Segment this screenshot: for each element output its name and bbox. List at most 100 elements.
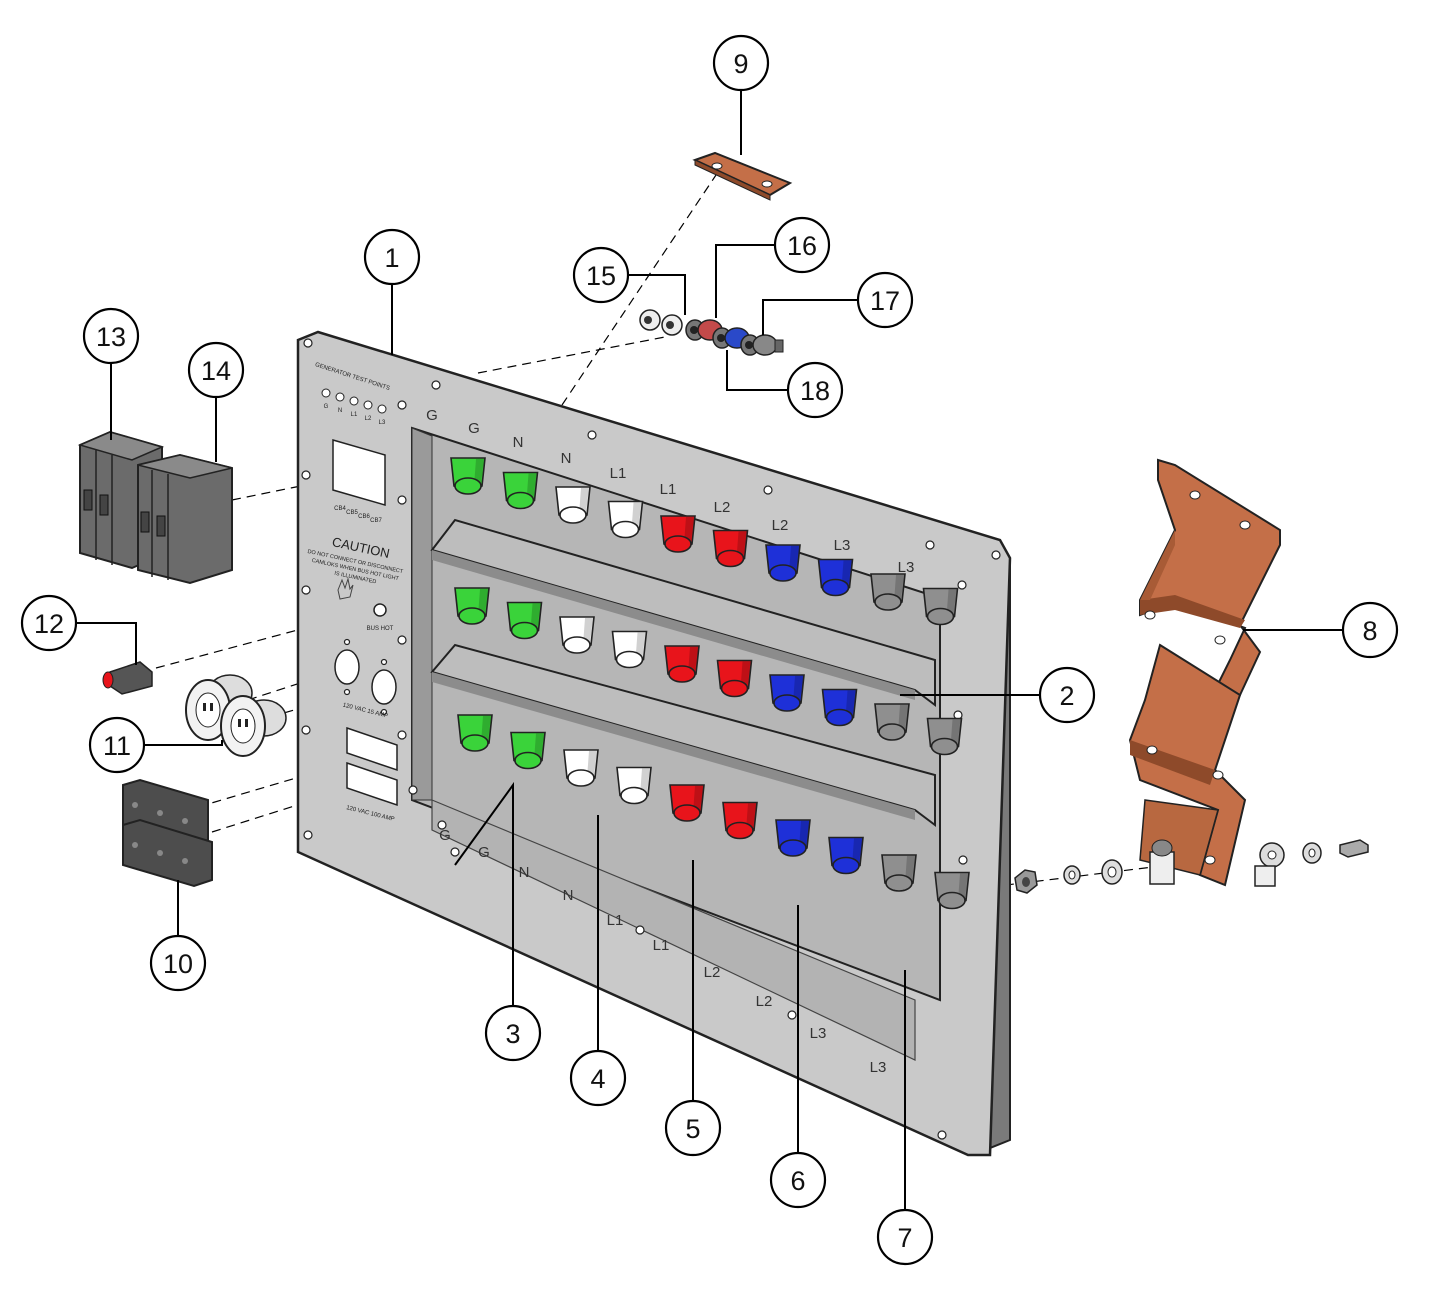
camlok-connector-row2-n-3 bbox=[559, 616, 595, 654]
callout-9: 9 bbox=[712, 34, 770, 92]
callout-3: 3 bbox=[484, 1004, 542, 1062]
camlok-connector-row3-g-1 bbox=[457, 714, 493, 752]
callout-label-2: 2 bbox=[1059, 681, 1074, 711]
copper-bus-bar bbox=[1128, 458, 1281, 887]
callout-label-6: 6 bbox=[790, 1166, 805, 1196]
duplex-receptacles bbox=[185, 674, 287, 757]
camlok-connector-row2-l3-9 bbox=[874, 703, 910, 741]
camlok-connector-row1-n-3 bbox=[555, 486, 591, 524]
callout-label-3: 3 bbox=[505, 1019, 520, 1049]
camlok-connector-row2-l2-7 bbox=[769, 674, 805, 712]
mounting-holes bbox=[301, 338, 1001, 1140]
test-point-label-l2: L2 bbox=[365, 416, 372, 422]
bottom-label-n2: N bbox=[563, 887, 574, 904]
callout-17: 17 bbox=[856, 271, 914, 329]
callout-label-8: 8 bbox=[1362, 616, 1377, 646]
callout-7: 7 bbox=[876, 1208, 934, 1266]
camlok-connector-row1-l2-8 bbox=[817, 558, 854, 597]
phase-labels-top: G G N N L1 L1 L2 L2 L3 L3 bbox=[426, 407, 914, 576]
bottom-label-l2a: L2 bbox=[704, 964, 721, 981]
callout-label-14: 14 bbox=[201, 356, 231, 386]
callout-label-4: 4 bbox=[590, 1064, 605, 1094]
bottom-label-l1b: L1 bbox=[653, 937, 670, 954]
camlok-connector-row1-g-1 bbox=[450, 457, 486, 495]
receptacle-hole-2 bbox=[371, 669, 397, 705]
breaker-label-cb4: CB4 bbox=[334, 506, 346, 512]
phase-labels-bottom: G G N N L1 L1 L2 L2 L3 L3 bbox=[439, 827, 886, 1076]
callout-5: 5 bbox=[664, 1099, 722, 1157]
top-label-l1a: L1 bbox=[610, 465, 627, 482]
breaker-label-cb5: CB5 bbox=[346, 510, 358, 516]
circuit-breaker-14 bbox=[137, 453, 233, 585]
camlok-connector-row1-l3-10 bbox=[922, 587, 959, 626]
camlok-connector-row1-l1-6 bbox=[712, 529, 749, 568]
camlok-connector-row3-l3-9 bbox=[881, 854, 917, 892]
bottom-label-l1a: L1 bbox=[607, 912, 624, 929]
callout-label-9: 9 bbox=[733, 49, 748, 79]
bottom-label-l3b: L3 bbox=[870, 1059, 887, 1076]
test-point-label-n: N bbox=[338, 408, 342, 414]
camlok-connector-row2-n-4 bbox=[611, 630, 648, 669]
callout-8: 8 bbox=[1341, 601, 1399, 659]
callout-label-12: 12 bbox=[34, 609, 64, 639]
hand-warning-icon bbox=[337, 577, 354, 600]
camlok-connector-row3-l2-8 bbox=[828, 836, 864, 875]
camlok-connector-row1-n-4 bbox=[607, 500, 644, 539]
breaker-cutout bbox=[332, 439, 386, 506]
camlok-connector-row3-n-4 bbox=[616, 766, 652, 805]
test-jack-18 bbox=[740, 334, 784, 356]
top-label-l3a: L3 bbox=[834, 537, 851, 554]
camlok-connectors bbox=[450, 457, 970, 910]
callout-label-18: 18 bbox=[800, 376, 830, 406]
bus-hot-indicator-light bbox=[102, 661, 153, 695]
callout-label-13: 13 bbox=[96, 322, 126, 352]
camlok-connector-row3-l1-5 bbox=[669, 784, 705, 822]
camlok-connector-row3-g-2 bbox=[510, 731, 546, 770]
callout-label-10: 10 bbox=[163, 949, 193, 979]
test-jack-15 bbox=[639, 309, 683, 336]
outlet-slot-2 bbox=[346, 761, 398, 807]
callout-18: 18 bbox=[786, 361, 844, 419]
callout-10: 10 bbox=[149, 934, 207, 992]
top-label-n1: N bbox=[513, 434, 524, 451]
test-point-jacks bbox=[321, 388, 387, 414]
bottom-label-l2b: L2 bbox=[756, 993, 773, 1010]
top-label-l2a: L2 bbox=[714, 499, 731, 516]
callout-4: 4 bbox=[569, 1049, 627, 1107]
callout-label-17: 17 bbox=[870, 286, 900, 316]
top-label-n2: N bbox=[561, 450, 572, 467]
test-point-label-l3: L3 bbox=[379, 420, 386, 426]
camlok-connector-row1-g-2 bbox=[502, 471, 539, 510]
power-outlet-blocks bbox=[122, 778, 213, 888]
leader-lines bbox=[76, 90, 1343, 1210]
bottom-label-l3a: L3 bbox=[810, 1025, 827, 1042]
callout-label-5: 5 bbox=[685, 1114, 700, 1144]
test-point-label-g: G bbox=[324, 404, 329, 410]
callout-16: 16 bbox=[773, 216, 831, 274]
main-panel: GENERATOR TEST POINTS G N L1 L2 L3 CB4 C… bbox=[296, 330, 1012, 1157]
callout-14: 14 bbox=[187, 341, 245, 399]
top-label-g2: G bbox=[468, 420, 480, 437]
breaker-label-cb7: CB7 bbox=[370, 518, 382, 524]
camlok-connector-row2-l1-5 bbox=[664, 645, 700, 683]
camlok-connector-row1-l3-9 bbox=[870, 573, 906, 611]
camlok-connector-row2-l2-8 bbox=[821, 688, 858, 727]
camlok-connector-row3-l1-6 bbox=[722, 801, 758, 840]
breaker-label-cb6: CB6 bbox=[358, 514, 370, 520]
top-label-l2b: L2 bbox=[772, 517, 789, 534]
camlok-connector-row1-l2-7 bbox=[765, 544, 801, 582]
callout-6: 6 bbox=[769, 1151, 827, 1209]
camlok-connector-row1-l1-5 bbox=[660, 515, 696, 553]
callout-2: 2 bbox=[1038, 666, 1096, 724]
callout-label-1: 1 bbox=[384, 243, 399, 273]
camlok-connector-row3-l2-7 bbox=[775, 819, 811, 857]
bottom-label-g2: G bbox=[478, 844, 490, 861]
callout-label-7: 7 bbox=[897, 1223, 912, 1253]
callout-12: 12 bbox=[20, 594, 78, 652]
top-label-l1b: L1 bbox=[660, 481, 677, 498]
callout-15: 15 bbox=[572, 246, 630, 304]
camlok-connector-row2-l1-6 bbox=[716, 659, 753, 698]
bottom-label-n1: N bbox=[519, 864, 530, 881]
